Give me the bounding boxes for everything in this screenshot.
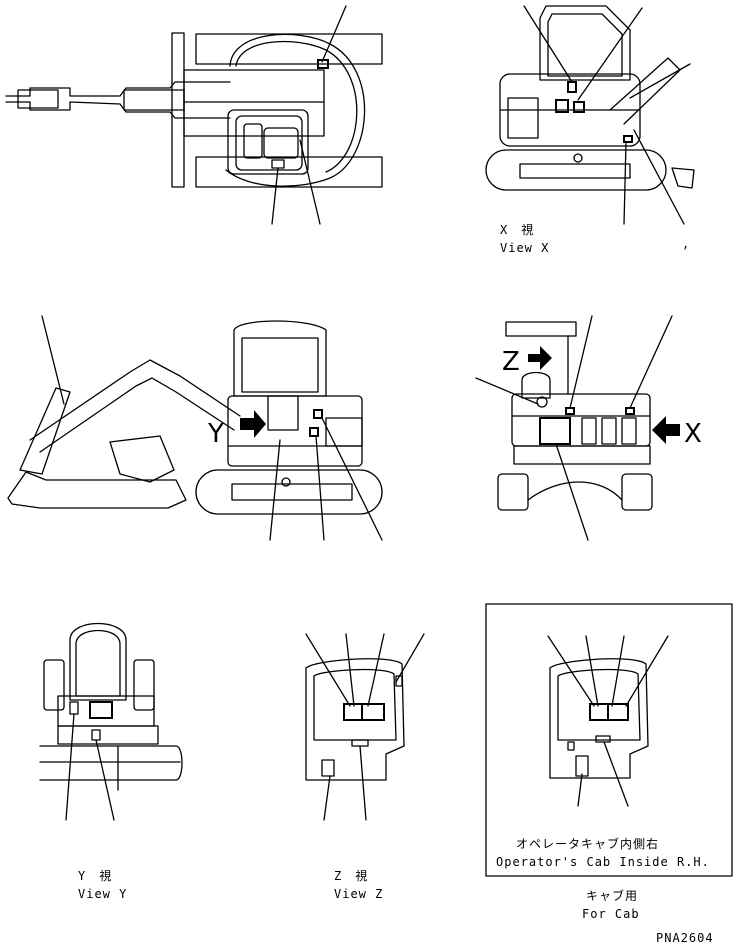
side-view-drawing xyxy=(7,315,383,541)
stray-mark: , xyxy=(682,237,690,251)
y-arrow-icon xyxy=(240,410,266,438)
cab-inside-panel xyxy=(485,603,733,877)
arrow-y-label: Y xyxy=(207,419,224,449)
cab-inside-caption-en: Operator's Cab Inside R.H. xyxy=(496,855,710,869)
rear-view-drawing xyxy=(475,315,680,541)
cab-inside-caption-jp: オペレータキャブ内側右 xyxy=(516,836,659,851)
arrow-x-label: X xyxy=(684,419,702,449)
view-y-caption-en: View Y xyxy=(78,887,127,901)
view-x-caption-en: View X xyxy=(500,241,549,255)
view-z-caption-en: View Z xyxy=(334,887,383,901)
view-z-caption-jp: Z 視 xyxy=(334,868,368,883)
for-cab-caption-jp: キャブ用 xyxy=(586,888,638,903)
view-y-caption-jp: Y 視 xyxy=(78,868,112,883)
view-x-caption-jp: X 視 xyxy=(500,222,534,237)
drawing-number: PNA2604 xyxy=(656,931,714,945)
x-arrow-icon xyxy=(652,416,680,444)
for-cab-caption-en: For Cab xyxy=(582,907,640,921)
arrow-z-label: Z xyxy=(502,347,520,377)
view-z-drawing xyxy=(305,633,425,821)
top-plan-view xyxy=(5,5,383,225)
z-arrow-icon xyxy=(528,346,552,370)
view-y-drawing xyxy=(39,622,183,821)
view-x-drawing xyxy=(485,5,695,225)
